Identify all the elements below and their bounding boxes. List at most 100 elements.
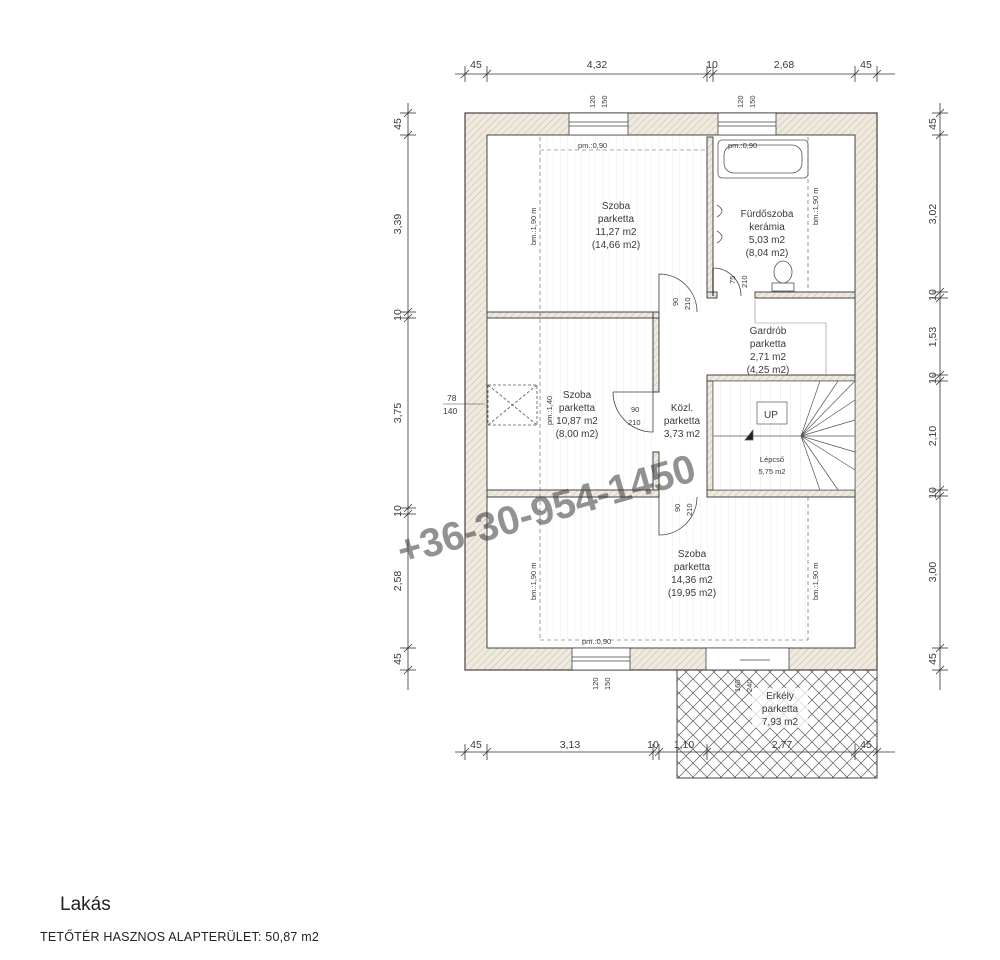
pm-label: pm.:1,40: [545, 396, 554, 425]
height-labels: bm.:1,90 m bm.:1,90 m bm.:1,90 m bm.:1,9…: [529, 141, 820, 646]
wardrobe-shelves: [754, 300, 827, 375]
bathroom-fixtures: [716, 139, 809, 292]
room-szoba-bottom: Szoba parketta 14,36 m2 (19,95 m2): [668, 549, 716, 599]
svg-text:1,53: 1,53: [927, 327, 939, 348]
floor-area-caption: TETŐTÉR HASZNOS ALAPTERÜLET: 50,87 m2: [40, 930, 320, 944]
dims-bottom: 45 3,13 10 1,10 2,77 45: [470, 739, 872, 751]
svg-text:10: 10: [927, 289, 939, 301]
svg-text:10: 10: [927, 487, 939, 499]
svg-text:Lépcső: Lépcső: [760, 455, 784, 464]
window-width-label: 120: [736, 95, 745, 108]
svg-text:45: 45: [470, 59, 482, 71]
bm-label: bm.:1,90 m: [811, 187, 820, 225]
dims-left: 45 3,39 10 3,75 10 2,58 45: [392, 118, 404, 665]
staircase: [712, 380, 856, 491]
svg-text:2,77: 2,77: [772, 739, 793, 751]
svg-text:7,93 m2: 7,93 m2: [762, 717, 799, 728]
stair-up-label: UP: [764, 410, 778, 421]
svg-text:3,02: 3,02: [927, 204, 939, 225]
window-height-label: 150: [748, 95, 757, 108]
svg-text:Szoba: Szoba: [678, 549, 707, 560]
svg-text:(19,95 m2): (19,95 m2): [668, 588, 716, 599]
bath-door-height-label: 210: [740, 275, 749, 288]
svg-text:10: 10: [927, 372, 939, 384]
svg-text:2,10: 2,10: [927, 426, 939, 447]
svg-text:Erkély: Erkély: [766, 691, 794, 702]
svg-text:Fürdőszoba: Fürdőszoba: [741, 209, 794, 220]
room-lepcso: Lépcső 5,75 m2: [758, 455, 785, 476]
svg-text:4,32: 4,32: [587, 59, 608, 71]
room-gardrob: Gardrób parketta 2,71 m2 (4,25 m2): [747, 326, 790, 376]
svg-text:(4,25 m2): (4,25 m2): [747, 365, 790, 376]
door-dimensions: 90 210 75 210 90 210 90 210: [628, 275, 749, 516]
svg-text:10: 10: [647, 739, 659, 751]
svg-text:kerámia: kerámia: [749, 222, 785, 233]
stair-direction-arrow-icon: [744, 429, 754, 441]
svg-text:parketta: parketta: [664, 416, 701, 427]
svg-text:45: 45: [927, 653, 939, 665]
svg-text:parketta: parketta: [750, 339, 787, 350]
svg-text:3,39: 3,39: [392, 214, 404, 235]
dimension-lines: [400, 66, 948, 760]
svg-text:10: 10: [392, 505, 404, 517]
svg-text:3,13: 3,13: [560, 739, 581, 751]
room-szoba-mid: Szoba parketta 10,87 m2 (8,00 m2): [556, 390, 599, 440]
svg-text:10,87 m2: 10,87 m2: [556, 416, 598, 427]
sink-icon: [716, 230, 723, 244]
svg-text:3,75: 3,75: [392, 403, 404, 424]
svg-text:10: 10: [706, 59, 718, 71]
door-height-label: 210: [685, 503, 694, 516]
pm-label: pm.:0,90: [582, 637, 611, 646]
ceiling-height-lines: [539, 137, 809, 641]
svg-text:3,73 m2: 3,73 m2: [664, 429, 701, 440]
bm-label: bm.:1,90 m: [529, 207, 538, 245]
door-height-label: 210: [683, 297, 692, 310]
svg-text:Szoba: Szoba: [563, 390, 592, 401]
bm-label: bm.:1,90 m: [811, 562, 820, 600]
dims-right: 45 3,02 10 1,53 10 2,10 10 3,00 45: [927, 118, 939, 665]
svg-text:1,10: 1,10: [674, 739, 695, 751]
svg-text:parketta: parketta: [674, 562, 711, 573]
room-kozlekedo: Közl. parketta 3,73 m2: [664, 403, 701, 440]
svg-text:45: 45: [392, 653, 404, 665]
svg-text:45: 45: [860, 739, 872, 751]
svg-text:11,27 m2: 11,27 m2: [596, 227, 637, 238]
svg-text:14,36 m2: 14,36 m2: [671, 575, 713, 586]
window-width-label: 120: [591, 677, 600, 690]
svg-text:(14,66 m2): (14,66 m2): [592, 240, 640, 251]
svg-text:10: 10: [392, 309, 404, 321]
interior-walls: [486, 136, 856, 498]
svg-text:5,75 m2: 5,75 m2: [758, 467, 785, 476]
bath-door-width-label: 75: [728, 276, 737, 284]
door-width-label: 90: [673, 504, 682, 512]
svg-text:parketta: parketta: [559, 403, 596, 414]
dims-top: 45 4,32 10 2,68 45: [470, 59, 872, 71]
window-width-label: 120: [588, 95, 597, 108]
svg-text:parketta: parketta: [598, 214, 635, 225]
doors: [612, 267, 742, 536]
page-title: Lakás: [60, 894, 111, 915]
svg-text:45: 45: [860, 59, 872, 71]
pm-label: pm.:0,90: [578, 141, 607, 150]
svg-text:45: 45: [927, 118, 939, 130]
toilet-icon: [771, 282, 795, 292]
skylight-height-label: 140: [443, 406, 457, 416]
windows: [568, 112, 790, 671]
door-width-label: 90: [671, 298, 680, 306]
svg-text:parketta: parketta: [762, 704, 799, 715]
svg-text:45: 45: [470, 739, 482, 751]
svg-text:Gardrób: Gardrób: [750, 326, 787, 337]
svg-text:2,71 m2: 2,71 m2: [750, 352, 787, 363]
sink-icon: [716, 204, 723, 218]
room-furdoszoba: Fürdőszoba kerámia 5,03 m2 (8,04 m2): [741, 209, 794, 259]
skylight-width-label: 78: [447, 393, 457, 403]
skylight: [487, 384, 538, 426]
svg-text:Szoba: Szoba: [602, 201, 631, 212]
floor-texture: [540, 137, 808, 639]
door-height-label: 210: [628, 418, 641, 427]
svg-text:2,68: 2,68: [774, 59, 795, 71]
pm-label: pm.:0,90: [728, 141, 757, 150]
svg-text:2,58: 2,58: [392, 571, 404, 592]
window-height-label: 150: [600, 95, 609, 108]
svg-text:45: 45: [392, 118, 404, 130]
